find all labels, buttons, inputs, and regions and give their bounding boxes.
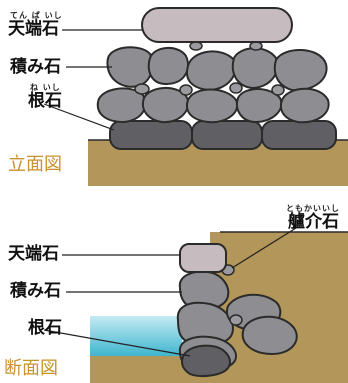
section-label-tsumi: 積み石 bbox=[10, 281, 61, 301]
section-label-tomokai-ruby: ともかいいし bbox=[286, 204, 340, 213]
elevation-view-label: 立面図 bbox=[8, 154, 62, 175]
elevation-label-tenba-ruby: てん ば いし bbox=[10, 11, 63, 20]
section-view bbox=[43, 227, 348, 383]
elevation-leader-lines bbox=[43, 29, 142, 131]
section-foundation-stone bbox=[180, 344, 231, 377]
section-filler-stones bbox=[221, 264, 243, 326]
section-leader-lines bbox=[43, 227, 297, 357]
section-label-tenba: 天端石 bbox=[8, 244, 59, 264]
section-view-label: 断面図 bbox=[4, 358, 58, 379]
elevation-view bbox=[43, 7, 348, 186]
elevation-label-ne-ruby: ね いし bbox=[30, 83, 61, 92]
elevation-filler-stones bbox=[134, 41, 285, 96]
elevation-piled-stones bbox=[96, 46, 330, 124]
elevation-label-ne: 根石 bbox=[28, 91, 62, 111]
section-label-ne: 根石 bbox=[28, 318, 62, 338]
section-cap-stone bbox=[179, 243, 227, 273]
section-label-tomokai: 艫介石 bbox=[288, 212, 339, 232]
section-water bbox=[90, 316, 182, 356]
elevation-cap-stone bbox=[141, 7, 293, 43]
elevation-label-tsumi: 積み石 bbox=[10, 57, 61, 77]
elevation-foundation-stones bbox=[109, 120, 337, 150]
elevation-label-tenba: 天端石 bbox=[8, 19, 59, 39]
